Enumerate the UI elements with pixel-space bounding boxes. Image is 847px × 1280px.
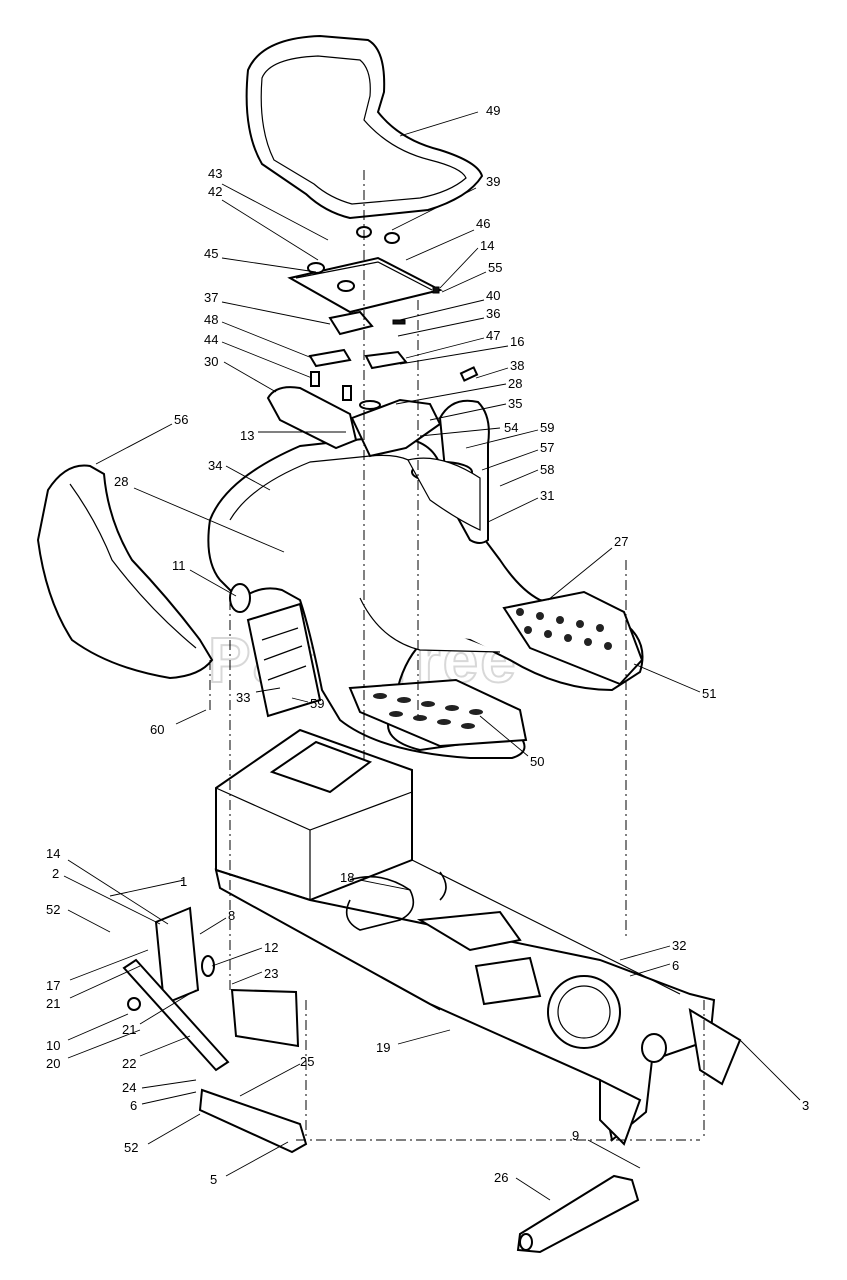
callout-45: 45	[204, 246, 218, 261]
left-lever-assembly	[122, 906, 308, 1154]
callout-37: 37	[204, 290, 218, 305]
callout-14-left: 14	[46, 846, 60, 861]
callout-39: 39	[486, 174, 500, 189]
callout-10: 10	[46, 1038, 60, 1053]
callout-48: 48	[204, 312, 218, 327]
callout-52-bottom: 52	[124, 1140, 138, 1155]
callout-23: 23	[264, 966, 278, 981]
panel-33	[229, 583, 322, 718]
seat	[245, 34, 484, 220]
callout-27: 27	[614, 534, 628, 549]
callout-36: 36	[486, 306, 500, 321]
callout-9: 9	[572, 1128, 579, 1143]
callout-24: 24	[122, 1080, 136, 1095]
callout-17: 17	[46, 978, 60, 993]
bracket-26	[516, 1174, 640, 1254]
callout-38: 38	[510, 358, 524, 373]
callout-5: 5	[210, 1172, 217, 1187]
callout-19: 19	[376, 1040, 390, 1055]
callout-11: 11	[172, 558, 186, 573]
callout-8: 8	[228, 908, 235, 923]
callout-3: 3	[802, 1098, 809, 1113]
callout-20: 20	[46, 1056, 60, 1071]
side-panel	[36, 464, 214, 680]
callout-60: 60	[150, 722, 164, 737]
callout-46: 46	[476, 216, 490, 231]
fender-console	[266, 386, 490, 544]
callout-1: 1	[180, 874, 187, 889]
callout-21-top: 21	[46, 996, 60, 1011]
callout-26: 26	[494, 1170, 508, 1185]
callout-12: 12	[264, 940, 278, 955]
callout-43: 43	[208, 166, 222, 181]
callout-55: 55	[488, 260, 502, 275]
callout-47: 47	[486, 328, 500, 343]
callout-49: 49	[486, 103, 500, 118]
callout-25: 25	[300, 1054, 314, 1069]
callout-59-mid: 59	[310, 696, 324, 711]
callout-58: 58	[540, 462, 554, 477]
callout-54: 54	[504, 420, 518, 435]
callout-22: 22	[122, 1056, 136, 1071]
callout-44: 44	[204, 332, 218, 347]
callout-6-left: 6	[130, 1098, 137, 1113]
callout-14-top: 14	[480, 238, 494, 253]
callout-42: 42	[208, 184, 222, 199]
footrest-right	[502, 590, 644, 686]
callout-18: 18	[340, 870, 354, 885]
callout-16: 16	[510, 334, 524, 349]
callout-40: 40	[486, 288, 500, 303]
alignment-lines	[209, 170, 705, 1141]
callout-51: 51	[702, 686, 716, 701]
frame-rails	[214, 859, 742, 1146]
callout-32: 32	[672, 938, 686, 953]
callout-33: 33	[236, 690, 250, 705]
callout-6-right: 6	[672, 958, 679, 973]
cable-18	[345, 871, 447, 931]
seat-bracket-assembly	[287, 226, 479, 410]
callout-21-mid: 21	[122, 1022, 136, 1037]
callout-28-left: 28	[114, 474, 128, 489]
callout-28-top: 28	[508, 376, 522, 391]
callout-30: 30	[204, 354, 218, 369]
callout-35: 35	[508, 396, 522, 411]
callout-56: 56	[174, 412, 188, 427]
callout-2: 2	[52, 866, 59, 881]
callout-57: 57	[540, 440, 554, 455]
callout-52-top: 52	[46, 902, 60, 917]
frame-box	[215, 728, 413, 902]
callout-50: 50	[530, 754, 544, 769]
footrest-left	[348, 678, 528, 748]
callout-34: 34	[208, 458, 222, 473]
callout-59-top: 59	[540, 420, 554, 435]
callouts: 49 39 43 42 46 14 55 45 40 37 36 48	[46, 103, 809, 1201]
callout-13: 13	[240, 428, 254, 443]
callout-31: 31	[540, 488, 554, 503]
